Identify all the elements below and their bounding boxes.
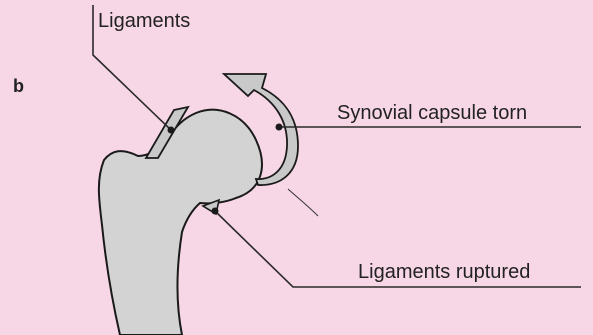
- femur-bone: [99, 110, 262, 335]
- ligaments-ruptured-label: Ligaments ruptured: [358, 262, 530, 282]
- capsule-leader-dot: [276, 124, 283, 131]
- ligaments-label: Ligaments: [98, 11, 190, 31]
- panel-letter: b: [13, 77, 24, 95]
- ligaments-leader-dot: [168, 127, 175, 134]
- ruptured-leader-dot: [212, 208, 219, 215]
- synovial-capsule-label: Synovial capsule torn: [337, 103, 527, 123]
- capsule-margin-line: [288, 189, 318, 216]
